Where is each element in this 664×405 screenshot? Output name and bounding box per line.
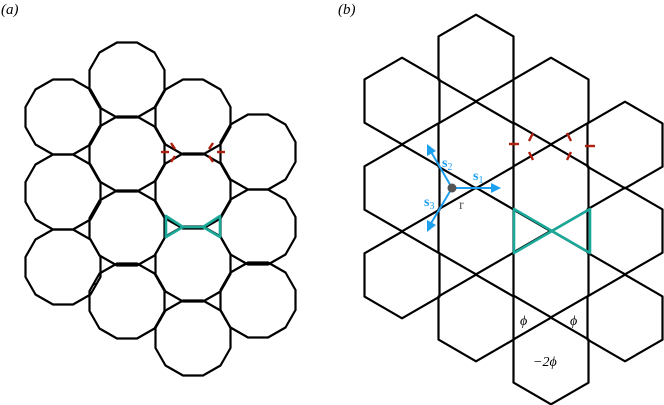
link-edge <box>158 280 162 285</box>
dodecagon <box>219 188 297 266</box>
site-r-dot <box>447 183 457 193</box>
red-tick-marks-b <box>509 132 595 161</box>
s3-arrowhead <box>427 220 436 232</box>
link-edge <box>223 169 228 174</box>
link-edge <box>93 134 97 137</box>
hexagon <box>437 273 515 363</box>
link-edge <box>93 171 97 175</box>
panel-a-label: (a) <box>1 2 19 18</box>
hexagon <box>586 100 664 190</box>
hexagon <box>363 143 441 233</box>
hexagon <box>586 186 664 276</box>
link-edge <box>158 244 162 248</box>
link-edge <box>158 96 162 101</box>
link-edge <box>224 244 227 247</box>
hexagon <box>512 56 590 146</box>
link-edge <box>93 282 97 286</box>
s1-label: s1 <box>473 169 483 186</box>
panel-a: (a) <box>1 2 297 377</box>
hexagon <box>363 230 441 320</box>
highlighted-bowtie-a <box>164 214 222 239</box>
minus-two-phi-label: −2ϕ <box>533 355 557 370</box>
s2-arrow <box>429 149 453 189</box>
r-label: r <box>459 198 464 213</box>
panel-b: (b) s1 s2 s3 r ϕ ϕ −2ϕ <box>338 2 664 405</box>
basis-vectors <box>427 144 501 232</box>
s2-arrowhead <box>427 144 436 156</box>
link-edge <box>224 133 227 136</box>
dodecagon <box>219 113 297 191</box>
hexagon <box>512 229 590 319</box>
hexagon <box>512 143 590 233</box>
link-edge <box>93 97 97 100</box>
dodecagon <box>154 78 232 156</box>
link-edge <box>93 208 97 212</box>
s1-arrowhead <box>491 183 501 193</box>
link-edge <box>93 246 97 249</box>
dodecagon <box>219 261 297 339</box>
link-edge <box>224 207 227 211</box>
hexagon <box>437 13 515 103</box>
s3-label: s3 <box>424 195 434 212</box>
link-edge <box>224 280 227 284</box>
highlighted-bowtie-b <box>512 207 592 255</box>
s3-arrow <box>429 187 453 226</box>
phi-left-label: ϕ <box>520 314 527 329</box>
phi-right-label: ϕ <box>570 314 577 329</box>
s2-label: s2 <box>442 156 452 173</box>
panel-b-label: (b) <box>338 2 356 18</box>
link-edge <box>158 207 162 212</box>
link-edge <box>158 317 162 322</box>
dodecagon <box>154 299 232 377</box>
hexagon <box>586 273 664 363</box>
hexagon <box>437 186 515 276</box>
red-tick-marks-a <box>161 142 225 163</box>
link-edge <box>158 133 162 138</box>
link-edge <box>158 170 162 175</box>
triangle-gaps <box>61 96 260 322</box>
link-edge <box>223 317 228 321</box>
hexagon <box>363 56 441 146</box>
